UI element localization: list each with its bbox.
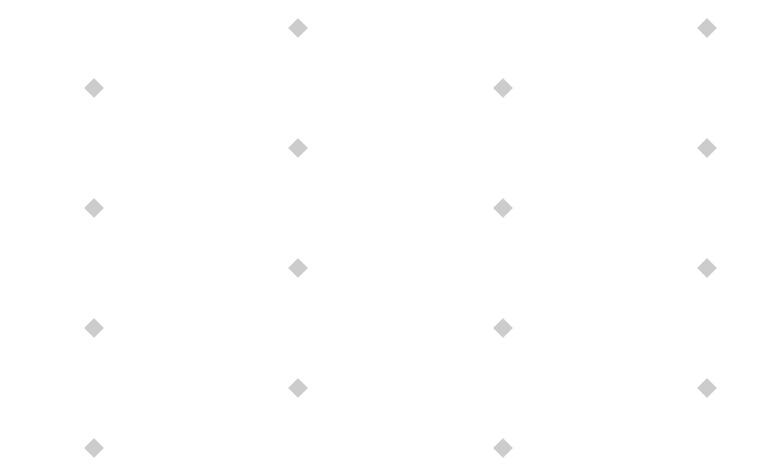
diamond-icon (493, 438, 513, 458)
diamond-icon (84, 318, 104, 338)
diamond-icon (493, 78, 513, 98)
diamond-icon (84, 198, 104, 218)
diamond-icon (84, 78, 104, 98)
diamond-icon (493, 318, 513, 338)
diamond-icon (697, 138, 717, 158)
diamond-icon (288, 258, 308, 278)
diamond-icon (288, 18, 308, 38)
diamond-icon (288, 138, 308, 158)
diamond-icon (84, 438, 104, 458)
diamond-icon (493, 198, 513, 218)
diamond-icon (697, 258, 717, 278)
diamond-icon (697, 18, 717, 38)
diamond-icon (697, 378, 717, 398)
diamond-icon (288, 378, 308, 398)
